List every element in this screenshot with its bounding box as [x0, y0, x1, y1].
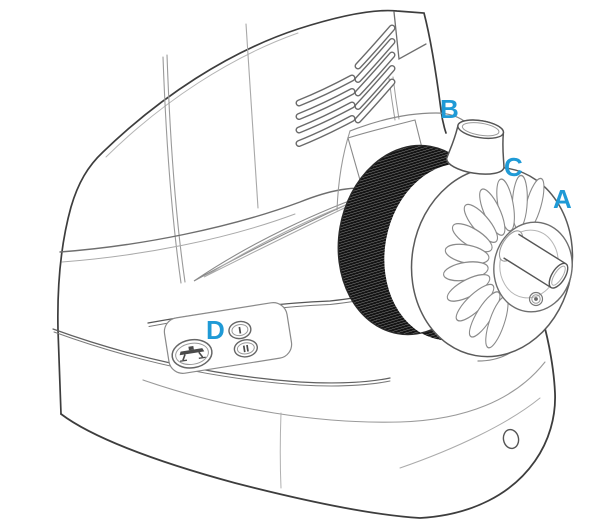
- control-panel: I II: [163, 302, 293, 374]
- label-d: D: [206, 315, 225, 345]
- vent-column-left: [295, 74, 356, 147]
- locking-knob: [445, 119, 505, 175]
- instrument-base: [52, 320, 556, 519]
- speed-1-label: I: [238, 326, 243, 336]
- stage-button: [171, 338, 213, 369]
- stage-icon: [179, 346, 206, 362]
- ventilation-slots: [295, 24, 396, 147]
- vent-column-right: [354, 24, 396, 124]
- speed-1-button: I: [228, 320, 252, 340]
- base-hole: [502, 428, 520, 450]
- label-b: B: [440, 94, 459, 124]
- callout-labels: B C A D: [206, 94, 572, 345]
- ribbed-knob: [410, 166, 574, 358]
- top-facet: [393, 11, 427, 61]
- face-screw: [528, 291, 544, 307]
- support-arm: [59, 187, 379, 327]
- arm-ridge: [193, 190, 378, 282]
- label-a: A: [553, 184, 572, 214]
- instrument-body: [57, 9, 447, 415]
- speed-2-button: II: [233, 339, 258, 358]
- speed-2-label: II: [242, 344, 250, 355]
- spindle-shaft: [498, 230, 569, 289]
- label-c: C: [504, 152, 523, 182]
